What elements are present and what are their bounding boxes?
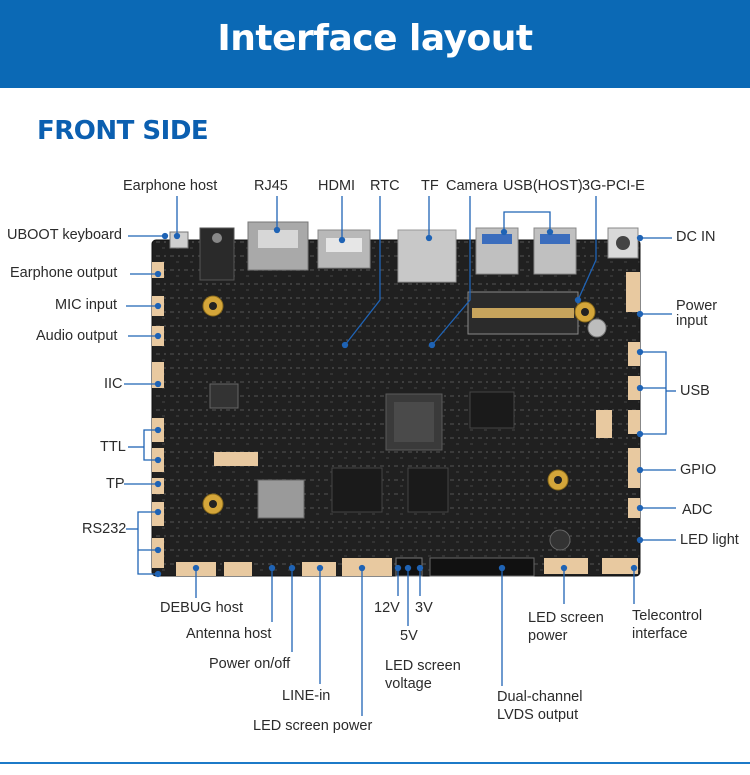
usb-conn-3: [628, 410, 640, 434]
gpio-conn: [628, 448, 640, 488]
usb-conn-4: [596, 410, 612, 438]
label-5v: 5V: [400, 628, 418, 644]
label-3v: 3V: [415, 600, 433, 616]
label-rj45: RJ45: [254, 178, 288, 194]
label-power-input-2: input: [676, 313, 708, 329]
label-debug-host: DEBUG host: [160, 600, 243, 616]
label-mic-input: MIC input: [55, 297, 118, 313]
ram-chip: [407, 467, 449, 513]
label-usb: USB: [680, 383, 710, 399]
label-tf: TF: [421, 178, 439, 194]
label-ttl: TTL: [100, 439, 126, 455]
page-title: Interface layout: [217, 18, 533, 59]
pcb-board: [151, 221, 641, 577]
label-telecontrol-2: interface: [632, 626, 688, 642]
label-hdmi: HDMI: [318, 178, 356, 194]
label-led-screen-power-bottom: LED screen power: [253, 718, 373, 734]
label-rs232: RS232: [82, 521, 127, 537]
wifi-module: [257, 479, 305, 519]
label-telecontrol-1: Telecontrol: [632, 608, 703, 624]
usb-conn-2: [628, 376, 640, 400]
label-dual-channel-2: LVDS output: [497, 707, 579, 723]
label-dc-in: DC IN: [676, 229, 716, 245]
label-iic: IIC: [104, 376, 123, 392]
label-led-screen-power-r2: power: [528, 628, 568, 644]
label-usb-host: USB(HOST): [503, 178, 583, 194]
ram-chip-2: [469, 391, 515, 429]
leader-lines: [124, 196, 676, 716]
section-title: FRONT SIDE: [37, 116, 209, 146]
adc-conn: [628, 498, 640, 518]
label-earphone-host: Earphone host: [123, 178, 218, 194]
label-adc: ADC: [682, 502, 713, 518]
label-antenna-host: Antenna host: [186, 626, 272, 642]
led-power-conn: [342, 558, 392, 576]
label-led-screen-voltage-2: voltage: [385, 676, 432, 692]
telecontrol-conn: [602, 558, 638, 574]
label-led-screen-voltage-1: LED screen: [385, 658, 461, 674]
lvds-header: [429, 557, 535, 577]
label-gpio: GPIO: [680, 462, 717, 478]
bottom-divider: [0, 762, 750, 764]
label-led-screen-power-r1: LED screen: [528, 610, 604, 626]
label-led-light: LED light: [680, 532, 739, 548]
emmc-chip: [331, 467, 383, 513]
usb-conn-1: [628, 342, 640, 366]
label-tp: TP: [106, 476, 125, 492]
label-12v: 12V: [374, 600, 400, 616]
antenna-conn: [224, 562, 252, 576]
label-line-in: LINE-in: [282, 688, 331, 704]
label-audio-output: Audio output: [36, 328, 118, 344]
label-uboot-keyboard: UBOOT keyboard: [7, 227, 122, 243]
label-camera: Camera: [446, 178, 498, 194]
label-3g-pcie: 3G-PCI-E: [582, 178, 645, 194]
label-earphone-output: Earphone output: [10, 265, 118, 281]
label-dual-channel-1: Dual-channel: [497, 689, 583, 705]
power-input-conn: [626, 272, 640, 312]
label-power-input-1: Power: [676, 298, 718, 314]
iic-conn: [152, 362, 164, 388]
label-rtc: RTC: [370, 178, 400, 194]
label-power-onoff: Power on/off: [209, 656, 291, 672]
header-banner: Interface layout: [0, 0, 750, 88]
